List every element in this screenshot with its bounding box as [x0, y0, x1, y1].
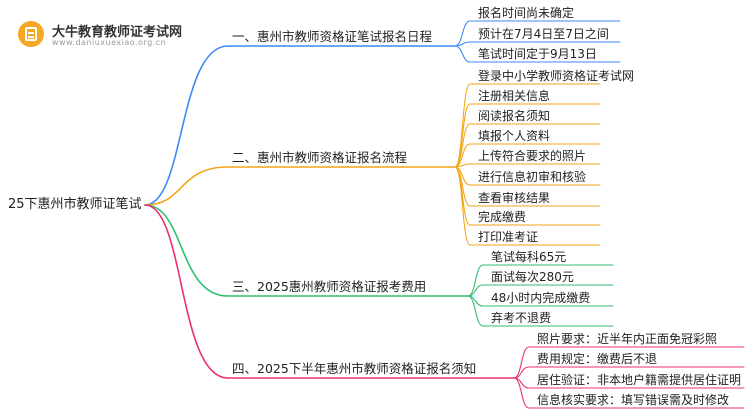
book-icon: [18, 21, 44, 47]
branch-connector: [144, 45, 229, 206]
process-item: 打印准考证: [478, 230, 539, 244]
fee-item: 弃考不退费: [491, 311, 552, 325]
logo-url: www.daniuxuexiao.org.cn: [52, 38, 167, 47]
item-connector: [454, 103, 471, 168]
fee-item: 笔试每科65元: [491, 250, 567, 264]
item-connector: [454, 45, 471, 63]
item-connector: [454, 41, 471, 47]
process-item: 完成缴费: [478, 210, 527, 224]
process-item: 上传符合要求的照片: [478, 149, 587, 163]
item-connector: [454, 166, 471, 246]
item-connector: [513, 346, 530, 379]
process-item: 登录中小学教师资格证考试网: [478, 69, 635, 83]
site-logo: 大牛教育教师证考试网 www.daniuxuexiao.org.cn: [12, 18, 212, 58]
process-item: 填报个人资料: [478, 129, 551, 143]
item-connector: [467, 295, 484, 327]
root-node: 25下惠州市教师证笔试: [8, 197, 142, 212]
section-title-process: 二、惠州市教师资格证报名流程: [232, 150, 408, 165]
item-connector: [454, 143, 471, 168]
process-item: 阅读报名须知: [478, 109, 551, 123]
note-item: 照片要求：近半年内正面免冠彩照: [537, 332, 718, 346]
logo-name: 大牛教育教师证考试网: [52, 25, 183, 40]
schedule-item: 报名时间尚未确定: [478, 6, 575, 20]
item-connector: [454, 123, 471, 168]
note-item: 信息核实要求：填写错误需及时修改: [537, 393, 730, 407]
branch-connector: [144, 204, 229, 297]
branch-connector: [144, 166, 229, 206]
item-connector: [454, 20, 471, 47]
item-connector: [467, 264, 484, 297]
item-connector: [513, 377, 530, 409]
section-title-notes: 四、2025下半年惠州市教师资格证报名须知: [232, 361, 477, 376]
fee-item: 48小时内完成缴费: [491, 291, 591, 305]
process-item: 查看审核结果: [478, 191, 551, 205]
schedule-item: 笔试时间定于9月13日: [478, 47, 597, 61]
process-item: 进行信息初审和核验: [478, 170, 587, 184]
schedule-item: 预计在7月4日至7日之间: [478, 27, 609, 41]
note-item: 费用规定：缴费后不退: [537, 352, 658, 366]
fee-item: 面试每次280元: [491, 270, 574, 284]
section-title-schedule: 一、惠州市教师资格证笔试报名日程: [232, 29, 433, 44]
note-item: 居住验证：非本地户籍需提供居住证明: [537, 373, 742, 387]
section-title-fees: 三、2025惠州教师资格证报考费用: [232, 279, 427, 294]
process-item: 注册相关信息: [478, 89, 551, 103]
branch-connector: [144, 204, 229, 379]
